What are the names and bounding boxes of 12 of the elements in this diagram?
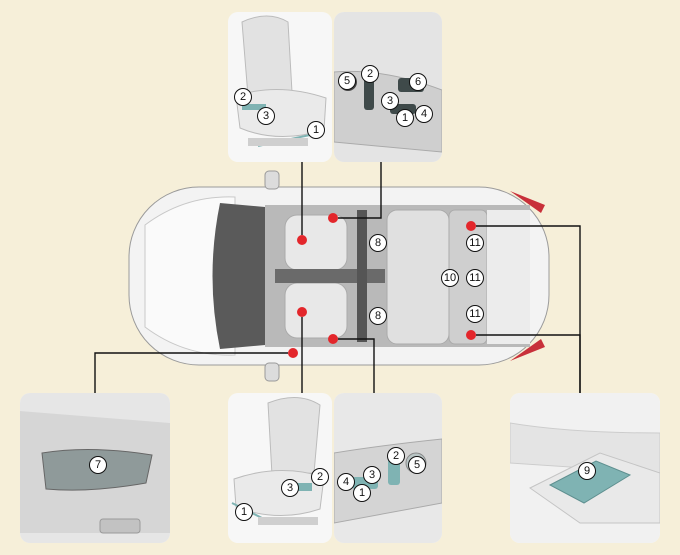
seat-switch-drawing [334, 12, 442, 162]
seat-drawing [228, 393, 332, 543]
seat-switch-drawing [334, 393, 442, 543]
leader-line [94, 352, 288, 393]
leader-line [338, 162, 382, 219]
door-switch-drawing [20, 393, 170, 543]
leader-line [301, 317, 303, 393]
leader-line [338, 338, 375, 393]
leader-line [301, 162, 303, 235]
seat-drawing [228, 12, 332, 162]
leader-line [476, 334, 581, 393]
rear-seat-drawing [510, 393, 660, 543]
